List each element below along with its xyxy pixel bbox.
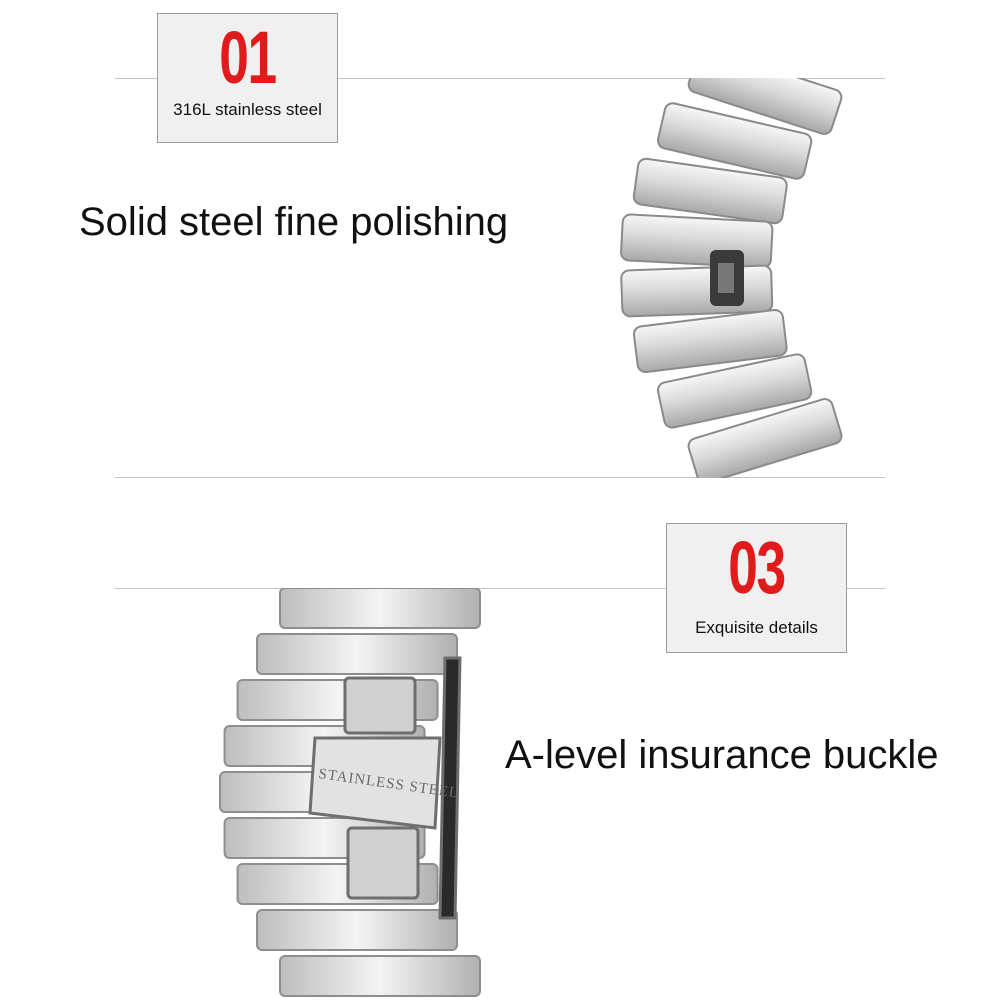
headline-solid-steel: Solid steel fine polishing [79, 200, 509, 244]
band-link [656, 102, 813, 180]
badge-label: 316L stainless steel [173, 100, 322, 119]
band-link [656, 353, 813, 429]
band-link [632, 157, 788, 225]
badge-label: Exquisite details [695, 618, 818, 637]
band-link [687, 398, 843, 478]
band-link [632, 308, 788, 374]
clasp-body [308, 656, 462, 920]
watch-band-links-image [620, 78, 843, 478]
clasp-pusher [710, 250, 744, 306]
badge-number: 01 [219, 16, 277, 99]
band-link [620, 213, 774, 269]
divider-top-1 [115, 78, 885, 79]
band-link [256, 633, 459, 675]
band-link [687, 78, 843, 135]
divider-top-2 [115, 588, 885, 589]
feature-badge-03: 03 Exquisite details [666, 523, 847, 653]
band-link [279, 955, 481, 997]
headline-insurance-buckle: A-level insurance buckle [505, 733, 939, 777]
band-link [256, 909, 459, 951]
watch-band-clasp-image: STAINLESS STEEL [219, 588, 481, 997]
band-link [279, 588, 481, 629]
divider-bottom-1 [115, 477, 885, 478]
feature-badge-01: 01 316L stainless steel [157, 13, 338, 143]
band-link [620, 264, 774, 318]
badge-number: 03 [728, 526, 786, 609]
